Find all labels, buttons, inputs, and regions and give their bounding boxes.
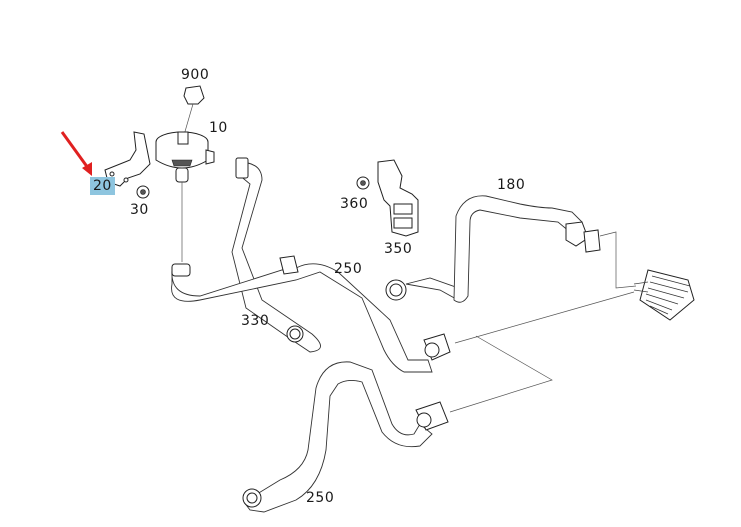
hose-250-upper[interactable] [171,255,451,373]
callout-250-lower[interactable]: 250 [306,490,335,506]
hose-330[interactable] [231,157,321,353]
callout-900[interactable]: 900 [181,67,210,83]
hose-250-lower[interactable] [242,361,449,513]
nut-360[interactable] [356,176,370,190]
callout-180[interactable]: 180 [497,177,526,193]
callout-330[interactable]: 330 [241,313,270,329]
callout-20-highlighted[interactable]: 20 [90,177,115,195]
callout-250-upper[interactable]: 250 [334,261,363,277]
connector-900[interactable] [183,85,205,136]
callout-10[interactable]: 10 [209,120,228,136]
connection-lines [449,231,637,413]
auxiliary-water-pump-10[interactable] [155,131,215,262]
heater-core[interactable] [633,269,695,321]
callout-30[interactable]: 30 [130,202,149,218]
indicator-arrow [60,131,92,176]
callout-360[interactable]: 360 [340,196,369,212]
holder-bracket-350[interactable] [377,159,419,237]
nut-30[interactable] [136,185,150,199]
callout-350[interactable]: 350 [384,241,413,257]
hose-180[interactable] [453,195,601,303]
bracket-20[interactable] [104,131,151,187]
hose-350-link[interactable] [385,277,465,301]
